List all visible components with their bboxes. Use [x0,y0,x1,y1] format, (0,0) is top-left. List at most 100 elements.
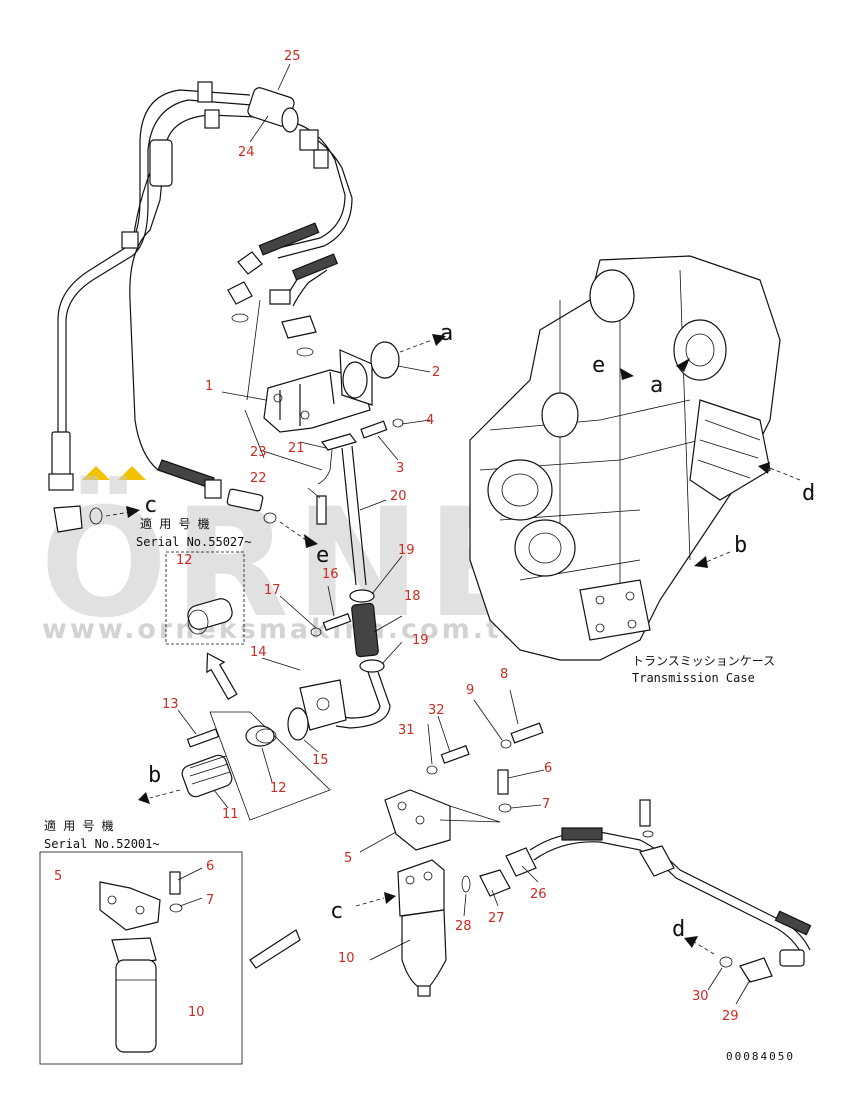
bolt-6-inset [169,871,181,895]
callout-5-inset: 5 [54,869,62,884]
ref-a-case: a [650,373,663,398]
ref-c-fitting: c [53,493,157,533]
fitting-26 [505,847,537,877]
callout-28: 28 [455,919,472,934]
callout-8: 8 [500,667,508,682]
bolt-8 [510,722,544,744]
hose-sleeve-right-lower [774,910,812,936]
callout-19: 19 [398,543,415,558]
pump-port [342,361,368,399]
ref-b-label: b [148,763,161,788]
hose-nut-left [48,473,74,491]
arrow-b-case [694,556,708,568]
o-ring-e [263,512,277,524]
watermark-accent-right [118,466,146,480]
pump-assembly [263,341,404,525]
filter-drain [417,985,431,997]
inset-box-52001 [39,851,243,1065]
callout-20: 20 [390,489,407,504]
applicable-jp-1: 適 用 号 機 [140,516,210,531]
elbow-29 [739,957,773,983]
hose-18 [351,602,379,658]
valve-block [689,399,771,501]
gasket-2 [370,341,400,379]
washer-31 [426,765,438,775]
watermark-url: www.orneksmakina.com.tr [42,614,518,645]
arrow-inset-lower [249,929,301,969]
elbow-fitting-mid [237,251,263,275]
callout-32: 32 [428,703,445,718]
inset-55027: 適 用 号 機 Serial No.55027~ [136,516,252,700]
washer-7 [498,803,512,813]
callout-7: 7 [542,797,550,812]
callout-7-inset: 7 [206,893,214,908]
hose-fitting-upper [149,139,173,187]
fitting-27 [479,869,511,897]
bolt-clamp [639,799,651,827]
callout-12-inset: 12 [176,553,193,568]
callout-14: 14 [250,645,267,660]
callout-10: 10 [338,951,355,966]
inset-52001: 適 用 号 機 Serial No.52001~ [39,818,301,1065]
ref-c-label: c [144,493,157,518]
elbow-fitting-right [269,289,291,305]
bolt-32 [440,745,470,764]
watermark-accent-left [82,466,110,480]
o-ring-30 [719,956,733,968]
hose-lower [157,459,215,489]
arrow-a [432,334,446,346]
transmission-case: e a d b トランスミッションケース Transmission Case [469,255,815,685]
hose-nut-29 [779,949,805,967]
pin-13 [186,728,220,748]
washer-7-inset [169,903,183,913]
callouts: 1 2 3 4 5 6 7 8 9 10 11 12 13 14 15 16 1… [54,49,739,1024]
callout-15: 15 [312,753,329,768]
ref-a-label: a [440,321,453,346]
clamp-12-inset [187,598,233,630]
callout-27: 27 [488,911,505,926]
o-ring-28 [461,875,471,893]
transmission-en: Transmission Case [632,671,755,685]
strainer-group: b [138,711,331,821]
callout-29: 29 [722,1009,739,1024]
callout-3: 3 [396,461,404,476]
callout-19-b: 19 [412,633,429,648]
ref-e-label: e [316,543,329,568]
callout-25: 25 [284,49,301,64]
clip-top-2 [204,109,220,129]
callout-4: 4 [426,413,434,428]
suction-pipe [287,445,391,741]
washer-9 [500,739,512,749]
callout-1: 1 [205,379,213,394]
hose-fitting-left [51,431,71,477]
sensor-end [281,107,299,133]
case-port-3 [589,269,635,323]
bolt-3 [360,420,388,439]
bolt-16 [322,613,352,631]
arrow-c-filter [384,892,396,904]
arrow-e [304,534,318,548]
bolt-22 [316,495,327,525]
callout-2: 2 [432,365,440,380]
hose-sleeve-right [291,253,339,281]
callout-26: 26 [530,887,547,902]
clamp-19-bottom [359,659,385,673]
callout-18: 18 [404,589,421,604]
serial-52001: Serial No.52001~ [44,837,160,851]
callout-6-inset: 6 [206,859,214,874]
ref-c-filter: c [330,899,343,924]
leader-lines [177,63,751,1005]
case-port-5 [541,392,579,438]
bracket-5-inset [99,881,161,931]
elbow-c [53,505,83,533]
callout-22: 22 [250,471,267,486]
callout-5: 5 [344,851,352,866]
strainer-11 [181,754,233,798]
elbow-fitting-left [227,281,253,305]
bracket-5 [384,789,451,851]
drawing-code: 00084050 [726,1050,795,1063]
hose-sleeve-lower [561,827,603,841]
ref-b-case: b [734,533,747,558]
